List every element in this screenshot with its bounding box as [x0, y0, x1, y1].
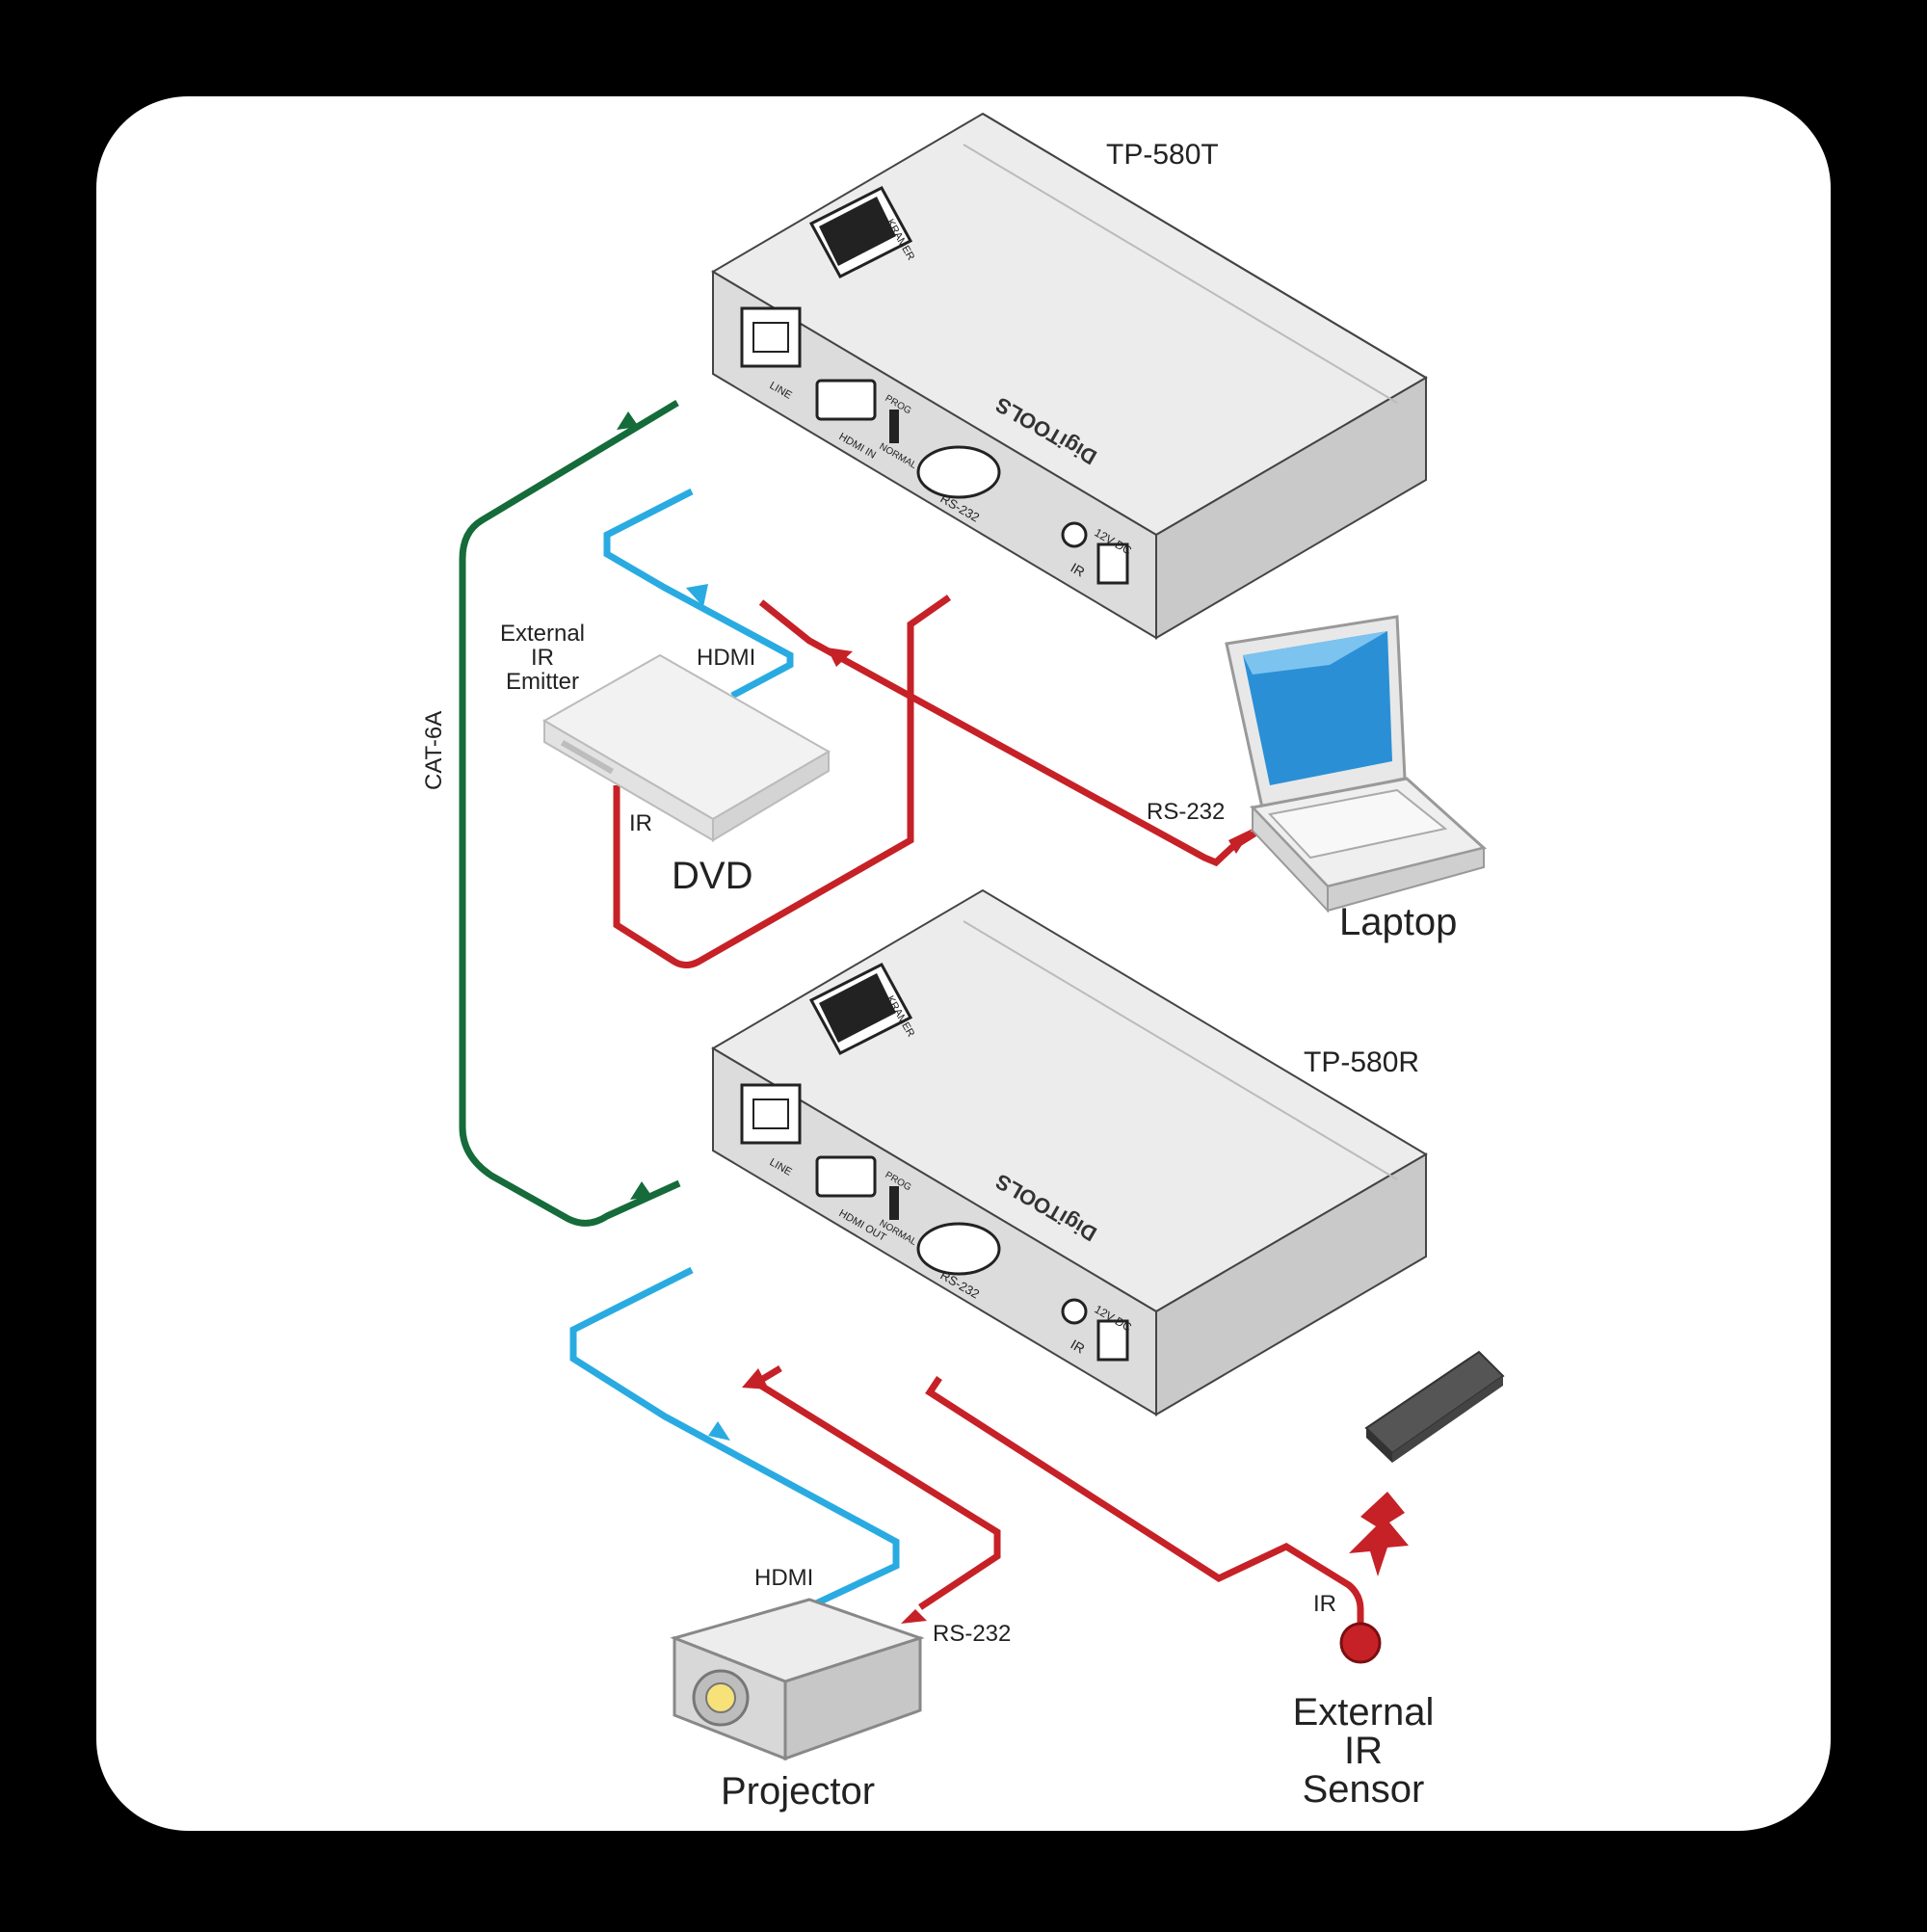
hdmi-top-label: HDMI	[697, 645, 755, 671]
sensor-label-line2: IR	[1344, 1730, 1383, 1772]
svg-text:IR: IR	[1069, 1337, 1088, 1357]
receiver-device: KRAMER DigiTOOLS LINE HDMI OUT PROG NORM…	[711, 888, 1428, 1416]
dvd-label: DVD	[672, 855, 752, 897]
hdmi-arrow	[708, 1421, 730, 1441]
emitter-label-line3: Emitter	[506, 669, 579, 695]
sensor-label-line1: External	[1293, 1691, 1435, 1734]
dvd-player	[541, 653, 831, 842]
hdmi-cable-bottom	[569, 1266, 900, 1608]
hdmi-port-icon	[815, 1155, 877, 1198]
hdmi-arrow	[686, 584, 708, 607]
rs232-arrow	[742, 1368, 769, 1389]
ir-signal-icon	[1349, 1492, 1409, 1576]
hdmi-port-icon	[815, 379, 877, 421]
receiver-model-label: TP-580R	[1304, 1046, 1419, 1078]
laptop-label: Laptop	[1339, 901, 1457, 943]
hdmi-cable-top	[603, 488, 794, 700]
hdmi-bottom-label: HDMI	[754, 1565, 813, 1591]
prog-switch	[889, 1186, 899, 1220]
rs232-arrow	[827, 648, 853, 667]
ir-cable-bottom	[925, 1376, 1364, 1628]
rs232-arrow	[901, 1609, 927, 1624]
cat6a-arrow	[630, 1181, 652, 1200]
transmitter-model-label: TP-580T	[1106, 139, 1219, 171]
laptop	[1225, 615, 1488, 913]
rs232-top-label: RS-232	[1147, 799, 1225, 825]
cat6a-label: CAT-6A	[421, 711, 447, 790]
db9-port-icon	[916, 1222, 1001, 1276]
ir-jack-icon	[1061, 1298, 1088, 1325]
sensor-label-line3: Sensor	[1303, 1768, 1425, 1811]
db9-port-icon	[916, 445, 1001, 499]
ir-sensor-icon	[1339, 1622, 1382, 1664]
projector-label: Projector	[721, 1770, 875, 1813]
rs232-bottom-label: RS-232	[933, 1621, 1011, 1647]
cat6a-arrow	[617, 411, 639, 430]
dc-jack-icon	[1096, 1319, 1129, 1362]
ir-cable-top	[613, 595, 952, 968]
projector	[670, 1598, 925, 1761]
cat6a-cable	[459, 400, 681, 1227]
emitter-label-line1: External	[500, 621, 585, 647]
svg-text:IR: IR	[1069, 560, 1088, 580]
emitter-label-line2: IR	[531, 645, 554, 671]
remote-control-icon	[1364, 1350, 1505, 1463]
dvd-ir-port-label: IR	[629, 810, 652, 836]
ir-bottom-label: IR	[1313, 1591, 1336, 1617]
ir-jack-icon	[1061, 521, 1088, 548]
rs232-arrow	[1228, 829, 1253, 854]
prog-switch	[889, 410, 899, 443]
transmitter-device: KRAMER DigiTOOLS LINE HDMI IN PROG NORMA…	[711, 112, 1428, 640]
rs232-cable-bottom	[750, 1364, 1001, 1610]
dc-jack-icon	[1096, 543, 1129, 585]
